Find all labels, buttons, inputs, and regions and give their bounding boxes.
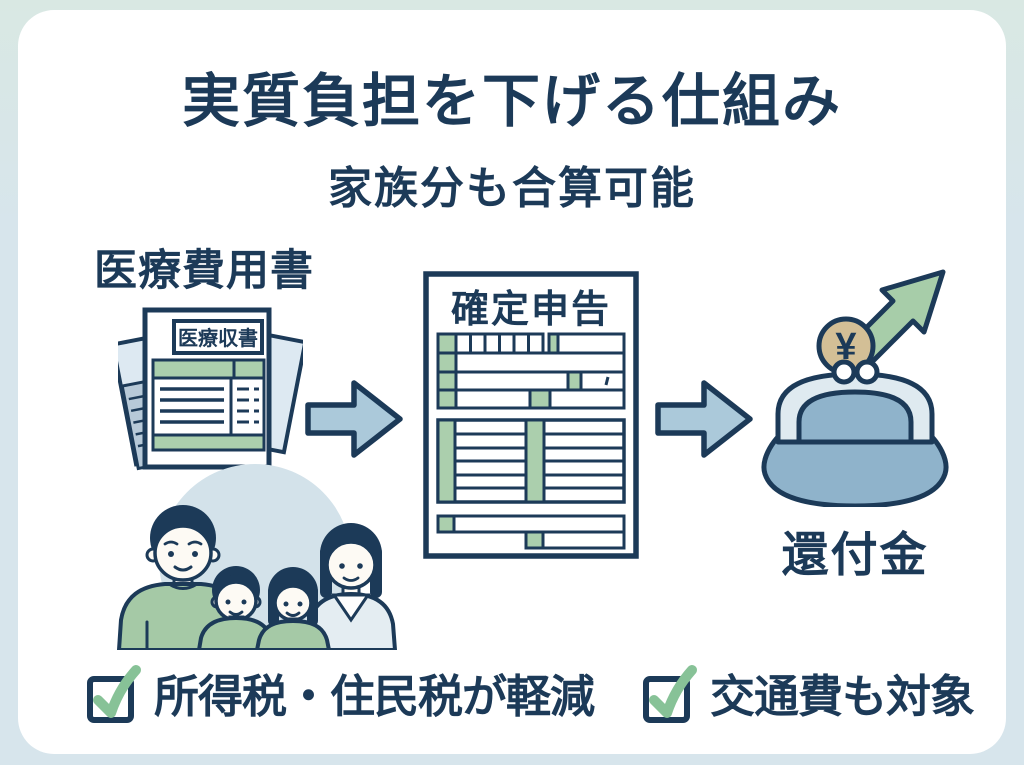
- yen-symbol: ¥: [835, 326, 856, 368]
- receipt-title-box: [172, 319, 264, 355]
- receipts-label: 医療費用書: [94, 247, 314, 295]
- checkbox-check-icon: [87, 664, 141, 723]
- tax-form-paper: [423, 271, 639, 559]
- tax-form-main-table: [436, 418, 626, 504]
- benefit-item-transport: 交通費も対象: [640, 660, 975, 725]
- receipt-title: 医療収書: [178, 326, 258, 350]
- page-title: 実質負担を下げる仕組み: [181, 69, 842, 134]
- infographic-card: 実質負担を下げる仕組み 家族分も合算可能 医療費用書 医療収書: [18, 10, 1006, 754]
- refund-label: 還付金: [781, 528, 929, 581]
- family-illustration: [116, 464, 398, 650]
- receipt-table: [151, 358, 266, 452]
- son-figure: [196, 566, 276, 650]
- arrow-right-icon: [305, 380, 403, 458]
- tax-form-footer-rows: [436, 514, 626, 550]
- page-subtitle: 家族分も合算可能: [328, 164, 696, 213]
- yen-coin-icon: ¥: [816, 316, 876, 376]
- daughter-figure: [254, 567, 332, 650]
- mother-figure: [304, 523, 398, 650]
- benefit-label: 所得税・住民税が軽減: [154, 671, 595, 722]
- purse-clasp-ball: [831, 359, 857, 385]
- tax-form-illustration: 確定申告: [423, 271, 639, 559]
- tax-form-header-grid: [436, 332, 626, 410]
- tax-form-title: 確定申告: [451, 289, 611, 331]
- checkbox-check-icon: [643, 664, 697, 723]
- refund-purse-illustration: ¥: [761, 269, 949, 507]
- arrow-right-icon: [655, 380, 753, 458]
- benefit-label: 交通費も対象: [710, 671, 975, 722]
- benefit-item-tax-reduction: 所得税・住民税が軽減: [84, 660, 595, 725]
- purse-clasp-ball: [854, 359, 880, 385]
- receipt-stack-illustration: 医療収書: [118, 307, 303, 471]
